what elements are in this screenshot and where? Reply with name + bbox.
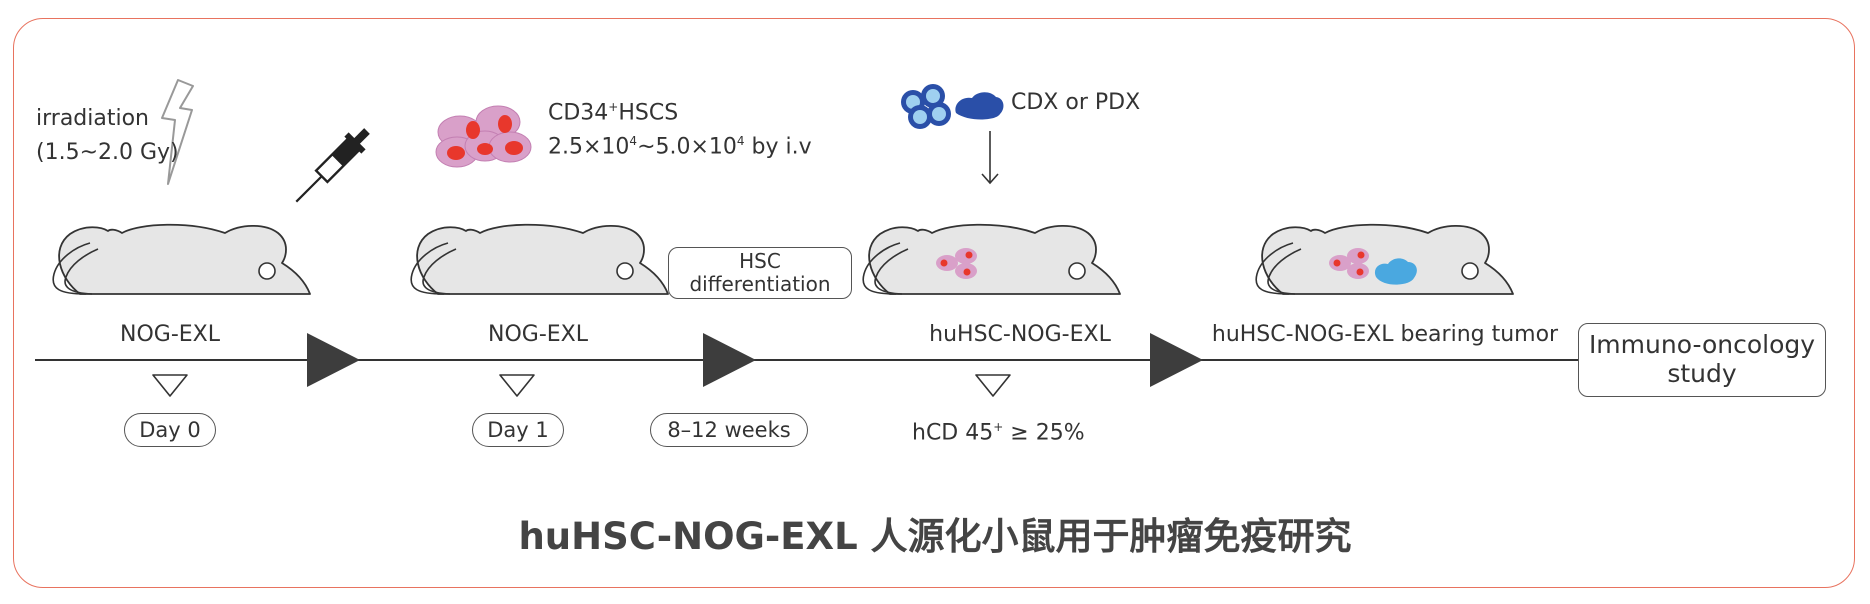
irradiation-dose: (1.5~2.0 Gy) [36,140,179,165]
cells-in-mouse-4 [1329,248,1369,279]
diagram-frame [13,18,1855,588]
hsc-line: HSC [739,249,781,273]
hsc-cells-icon [435,105,532,168]
stage4-mouse-label: huHSC-NOG-EXL bearing tumor [1211,322,1559,347]
down-marker-2 [499,374,535,397]
mouse-icon-2 [410,223,669,295]
weeks-pill: 8–12 weeks [650,413,808,447]
cdx-pdx-icon [901,84,1004,129]
syringe-icon [295,128,370,203]
cells-in-mouse-3 [936,248,977,279]
arrow-marker-2 [703,333,756,387]
cd34-label: CD34+HSCS [548,100,679,126]
final-line-2: study [1667,359,1737,388]
stage1-mouse-label: NOG-EXL [120,322,220,347]
hcd45-threshold-label: hCD 45+ ≥ 25% [912,420,1085,446]
arrow-marker-1 [307,333,360,387]
hsc-differentiation-box: HSC differentiation [668,247,852,299]
immuno-oncology-box: Immuno-oncology study [1578,323,1826,397]
arrow-marker-3 [1150,333,1203,387]
down-marker-3 [975,374,1011,397]
cell-dose-label: 2.5×104~5.0×104 by i.v [548,134,812,160]
mouse-icon-1 [52,223,311,295]
final-line-1: Immuno-oncology [1588,330,1816,360]
stage2-mouse-label: NOG-EXL [488,322,588,347]
day1-pill: Day 1 [472,413,564,447]
mouse-icon-3 [862,223,1121,295]
mouse-icon-4 [1255,223,1514,295]
cdx-pdx-label: CDX or PDX [1011,90,1141,115]
down-marker-1 [152,374,188,397]
differentiation-line: differentiation [689,272,831,296]
lightning-icon [161,79,194,185]
stage3-mouse-label: huHSC-NOG-EXL [929,322,1111,347]
diagram-title: huHSC-NOG-EXL 人源化小鼠用于肿瘤免疫研究 [518,515,1352,558]
tumor-in-mouse-4 [1374,258,1417,285]
day0-pill: Day 0 [124,413,216,447]
irradiation-label: irradiation [36,106,149,131]
